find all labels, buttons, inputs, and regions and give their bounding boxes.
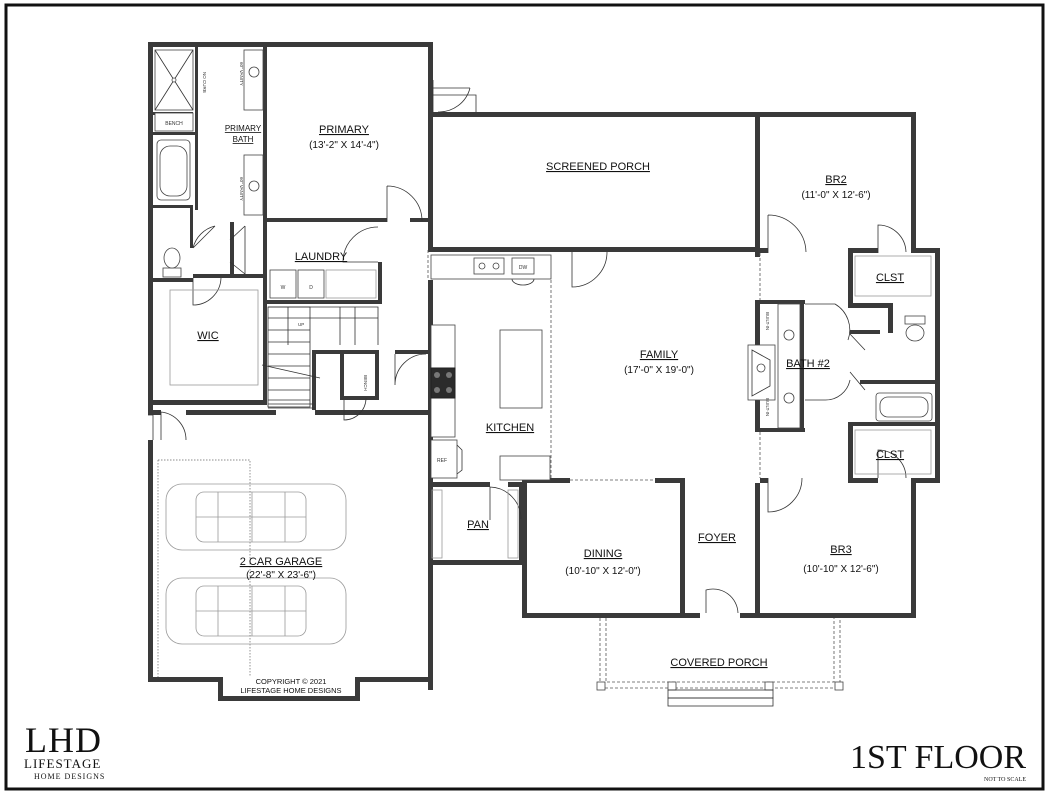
shower-bench-label: BENCH (165, 121, 183, 127)
room-clst2-name: CLST (876, 449, 904, 461)
room-bath2-name: BATH #2 (786, 358, 830, 370)
car-bottom (165, 577, 347, 645)
room-clst1-name: CLST (876, 272, 904, 284)
built-in-top-label: BUILT-IN (765, 312, 770, 330)
family-features: BUILT-IN BUILT-IN (571, 251, 801, 429)
room-br2-name: BR2 (825, 174, 846, 186)
room-primary-bath-name1: PRIMARY (225, 124, 262, 133)
room-br2-dim: (11'-0" X 12'-6") (801, 190, 870, 201)
bedroom-doors (705, 214, 933, 614)
exterior-walls (148, 42, 940, 701)
wic-shelving (169, 289, 259, 386)
room-kitchen-name: KITCHEN (486, 422, 534, 434)
copyright-line2: LIFESTAGE HOME DESIGNS (240, 686, 341, 695)
covered-porch-structure (596, 618, 844, 707)
built-in-bottom-label: BUILT-IN (765, 398, 770, 416)
room-br3-name: BR3 (830, 544, 851, 556)
room-br3-dim: (10'-10" X 12'-6") (803, 564, 878, 575)
room-dining-dim: (10'-10" X 12'-0") (565, 566, 640, 577)
left-wing-doors (148, 185, 427, 441)
room-wic-name: WIC (197, 330, 218, 342)
sheet-title: 1ST FLOOR (850, 739, 1026, 776)
stairs-up-label: UP (298, 322, 304, 327)
vanity-bottom-label: 60" VANITY (239, 177, 244, 201)
logo-line1: LIFESTAGE (24, 756, 101, 771)
room-screened-porch-name: SCREENED PORCH (546, 161, 650, 173)
room-labels: PRIMARY (13'-2" X 14'-4") PRIMARY BATH S… (197, 124, 904, 669)
car-top (165, 483, 347, 551)
not-to-scale-note: NOT TO SCALE (984, 777, 1026, 783)
room-family-name: FAMILY (640, 349, 679, 361)
dishwasher-label: DW (519, 265, 528, 271)
room-primary-bath-name2: BATH (233, 135, 254, 144)
vanity-top-label: 60" VANITY (239, 62, 244, 86)
fridge-label: REF (437, 458, 447, 464)
copyright-line1: COPYRIGHT © 2021 (256, 677, 327, 686)
dryer-label: D (309, 285, 313, 291)
sheet-border (4, 3, 1045, 791)
logo-line2: HOME DESIGNS (34, 772, 105, 781)
room-primary-name: PRIMARY (319, 124, 370, 136)
laundry-appliances: W D (269, 269, 377, 299)
kitchen-fixtures: DW REF (430, 254, 552, 559)
washer-label: W (281, 285, 286, 291)
room-pan-name: PAN (467, 519, 489, 531)
room-primary-dim: (13'-2" X 14'-4") (309, 140, 379, 151)
dashed-openings (427, 250, 761, 481)
room-dining-name: DINING (584, 548, 623, 560)
primary-bath-fixtures: NO CURB BENCH 60" VANITY 60" VANITY (154, 49, 264, 306)
porch-door (432, 80, 477, 113)
logo-mark: LHD (25, 720, 102, 760)
room-covered-porch-name: COVERED PORCH (670, 657, 767, 669)
room-family-dim: (17'-0" X 19'-0") (624, 365, 694, 376)
room-laundry-name: LAUNDRY (295, 251, 348, 263)
no-curb-label: NO CURB (202, 72, 207, 93)
lifestage-logo: LHD LIFESTAGE HOME DESIGNS (24, 720, 105, 781)
room-foyer-name: FOYER (698, 532, 736, 544)
room-garage-dim: (22'-8" X 23'-6") (246, 570, 316, 581)
room-garage-name: 2 CAR GARAGE (240, 556, 323, 568)
hall-bench-label: BENCH (363, 375, 368, 391)
stairs: UP BENCH (261, 306, 379, 409)
garage-cars (157, 459, 347, 677)
